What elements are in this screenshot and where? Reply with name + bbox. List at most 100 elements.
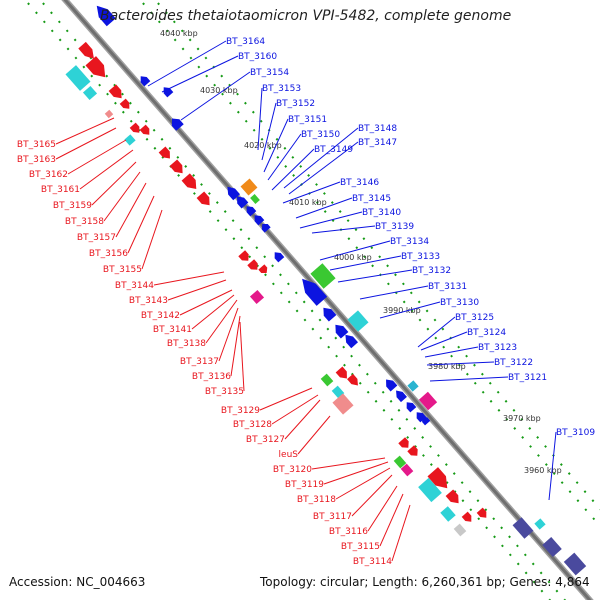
reverse-gene-arrow [274, 252, 285, 263]
reverse-gene-label-leader-line [161, 55, 239, 93]
forward-gene-label: BT_3157 [77, 233, 116, 243]
forward-gene-arrow [169, 159, 183, 174]
reverse-gene-label-leader-line [271, 148, 315, 191]
reverse-gene-label: BT_3139 [375, 222, 414, 232]
forward-gene-label-leader-line [271, 394, 319, 425]
reverse-gene-box [512, 517, 534, 539]
forward-gene-label-leader-line [191, 294, 235, 330]
reverse-gene-box [563, 552, 587, 576]
reverse-gene-label: BT_3148 [358, 124, 397, 134]
kbp-tick-label: 3970 kbp [503, 414, 541, 423]
reverse-gene-label: BT_3145 [352, 194, 391, 204]
forward-gene-label-leader-line [127, 195, 155, 254]
reverse-gene-label: BT_3149 [314, 145, 353, 155]
feature-marker [104, 109, 114, 119]
forward-gene-label-leader-line [141, 209, 163, 270]
forward-gene-label-leader-line [167, 279, 227, 301]
feature-marker [320, 373, 334, 387]
forward-gene-label: BT_3144 [115, 281, 154, 291]
reverse-gene-label: BT_3122 [494, 358, 533, 368]
forward-gene-label-leader-line [239, 321, 245, 392]
reverse-gene-label-leader-line [257, 87, 263, 151]
kbp-tick-label: 4020 kbp [244, 141, 282, 150]
forward-gene-arrow [427, 467, 448, 489]
forward-gene-label-leader-line [91, 161, 137, 206]
reverse-gene-label: BT_3152 [276, 99, 315, 109]
forward-gene-label-leader-line [179, 289, 233, 316]
forward-gene-arrow [139, 124, 150, 135]
forward-gene-label-leader-line [259, 387, 313, 411]
forward-gene-label: BT_3141 [153, 325, 192, 335]
forward-gene-arrow [129, 122, 140, 133]
forward-gene-label-leader-line [379, 493, 404, 547]
forward-gene-arrow [347, 373, 358, 386]
reverse-gene-label-leader-line [548, 431, 557, 501]
reverse-gene-arrow [406, 402, 417, 413]
reverse-gene-label: BT_3109 [556, 428, 595, 438]
forward-gene-arrow [181, 173, 197, 190]
accession-label: Accession: NC_004663 [9, 575, 146, 589]
forward-gene-arrow [119, 98, 130, 109]
reverse-gene-label: BT_3153 [262, 84, 301, 94]
forward-gene-label-leader-line [205, 299, 238, 344]
reverse-gene-arrow [323, 307, 337, 322]
forward-gene-label: BT_3115 [341, 542, 380, 552]
forward-gene-label-leader-line [297, 415, 331, 455]
forward-gene-label: BT_3138 [167, 339, 206, 349]
reverse-gene-label: BT_3146 [340, 178, 379, 188]
kbp-tick-label: 4000 kbp [334, 253, 372, 262]
feature-marker [407, 380, 419, 392]
kbp-tick-label: 3980 kbp [428, 362, 466, 371]
reverse-gene-arrow [140, 76, 151, 87]
reverse-gene-arrow [254, 215, 265, 226]
forward-gene-arrow [238, 250, 249, 261]
reverse-gene-label-leader-line [299, 211, 363, 229]
reverse-gene-label-leader-line [180, 71, 251, 121]
reverse-gene-label: BT_3151 [288, 115, 327, 125]
forward-gene-label: BT_3129 [221, 406, 260, 416]
reverse-gene-label: BT_3124 [467, 328, 506, 338]
forward-gene-arrow [398, 437, 409, 448]
reverse-gene-label-leader-line [319, 240, 391, 261]
forward-gene-label: BT_3165 [17, 140, 56, 150]
feature-marker [249, 289, 265, 305]
feature-marker [418, 391, 438, 411]
kbp-tick-label: 4010 kbp [289, 198, 327, 207]
reverse-gene-label: BT_3164 [226, 37, 265, 47]
reverse-gene-label-leader-line [261, 102, 277, 161]
forward-gene-label-leader-line [351, 474, 393, 517]
reverse-gene-arrow [237, 196, 249, 209]
forward-gene-arrow [445, 489, 459, 504]
forward-gene-label: BT_3142 [141, 311, 180, 321]
rna-feature [347, 310, 369, 332]
reverse-gene-arrow [416, 412, 427, 423]
forward-gene-arrow [78, 41, 94, 59]
rna-feature [124, 134, 136, 146]
reverse-gene-label-leader-line [379, 301, 441, 319]
forward-gene-arrow [158, 146, 170, 159]
feature-marker [332, 393, 354, 415]
rna-feature [65, 65, 91, 91]
forward-gene-label: BT_3119 [285, 480, 324, 490]
forward-gene-label: BT_3161 [41, 185, 80, 195]
reverse-gene-arrow [302, 278, 328, 306]
reverse-gene-arrow [345, 334, 358, 349]
forward-gene-label: BT_3127 [246, 435, 285, 445]
reverse-gene-arrow [163, 87, 174, 98]
forward-gene-label-leader-line [230, 315, 241, 377]
forward-gene-arrow [476, 507, 487, 518]
forward-gene-label: BT_3120 [273, 465, 312, 475]
forward-gene-arrow [108, 84, 122, 99]
forward-gene-label-leader-line [79, 149, 134, 190]
reverse-gene-arrow [261, 223, 271, 233]
forward-gene-label: BT_3158 [65, 217, 104, 227]
rna-feature [440, 506, 456, 522]
reverse-gene-box [542, 537, 562, 557]
reverse-gene-label: BT_3147 [358, 138, 397, 148]
forward-gene-arrow [335, 366, 347, 379]
reverse-gene-label-leader-line [282, 181, 341, 204]
feature-marker [400, 463, 414, 477]
genome-summary-label: Topology: circular; Length: 6,260,361 bp… [260, 575, 590, 589]
forward-gene-arrow [407, 445, 418, 456]
